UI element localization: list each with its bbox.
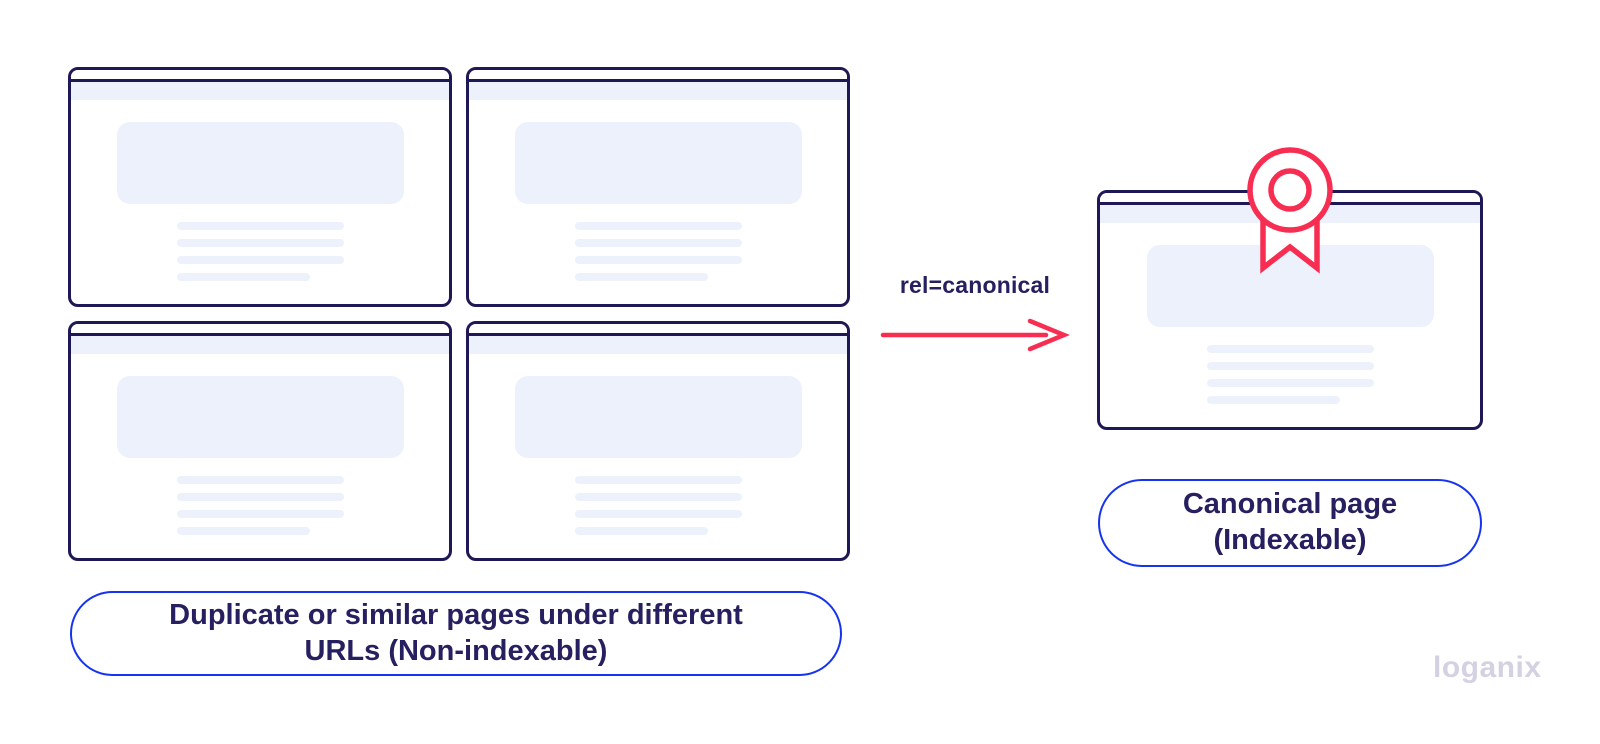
window-content	[71, 100, 449, 281]
content-hero-placeholder	[116, 376, 404, 458]
ribbon-award-icon	[1247, 147, 1333, 274]
content-hero-placeholder	[116, 122, 404, 204]
duplicate-pages-caption: Duplicate or similar pages under differe…	[70, 591, 842, 676]
canonical-page-window	[1097, 190, 1483, 430]
skeleton-line	[176, 273, 310, 281]
loganix-logo: loganix	[1433, 651, 1542, 684]
skeleton-text-block	[574, 222, 742, 281]
skeleton-text-block	[574, 476, 742, 535]
duplicate-page-window-1	[68, 67, 452, 307]
skeleton-line	[176, 510, 344, 518]
skeleton-line	[574, 273, 708, 281]
window-toolbar	[469, 82, 847, 100]
window-toolbar	[71, 82, 449, 100]
skeleton-line	[1206, 379, 1374, 387]
content-hero-placeholder	[514, 376, 802, 458]
caption-line: (Indexable)	[1213, 524, 1367, 556]
content-hero-placeholder	[514, 122, 802, 204]
caption-line: Canonical page	[1182, 488, 1398, 521]
skeleton-line	[574, 256, 742, 264]
window-content	[71, 354, 449, 535]
window-titlebar	[71, 70, 449, 82]
content-hero-placeholder	[1146, 245, 1434, 327]
window-content	[469, 354, 847, 535]
skeleton-text-block	[1206, 345, 1374, 404]
duplicate-page-window-3	[68, 321, 452, 561]
duplicate-page-window-4	[466, 321, 850, 561]
window-content	[469, 100, 847, 281]
caption-line: Duplicate or similar pages under differe…	[169, 598, 743, 631]
rel-canonical-label: rel=canonical	[899, 272, 1051, 298]
window-toolbar	[469, 336, 847, 354]
window-content	[1100, 223, 1480, 404]
caption-line: URLs (Non-indexable)	[304, 634, 608, 667]
skeleton-line	[574, 510, 742, 518]
window-titlebar	[469, 324, 847, 336]
skeleton-line	[176, 239, 344, 247]
skeleton-line	[176, 493, 344, 501]
skeleton-line	[574, 222, 742, 230]
skeleton-line	[574, 239, 742, 247]
duplicate-page-window-2	[466, 67, 850, 307]
skeleton-line	[176, 476, 344, 484]
skeleton-line	[176, 527, 310, 535]
window-toolbar	[71, 336, 449, 354]
skeleton-line	[574, 476, 742, 484]
skeleton-text-block	[176, 222, 344, 281]
skeleton-text-block	[176, 476, 344, 535]
skeleton-line	[1206, 345, 1374, 353]
skeleton-line	[1206, 396, 1340, 404]
skeleton-line	[176, 256, 344, 264]
skeleton-line	[574, 527, 708, 535]
right-arrow-icon	[880, 318, 1070, 352]
skeleton-line	[1206, 362, 1374, 370]
window-titlebar	[71, 324, 449, 336]
skeleton-line	[176, 222, 344, 230]
canonical-page-caption: Canonical page (Indexable)	[1098, 479, 1482, 567]
window-titlebar	[469, 70, 847, 82]
skeleton-line	[574, 493, 742, 501]
